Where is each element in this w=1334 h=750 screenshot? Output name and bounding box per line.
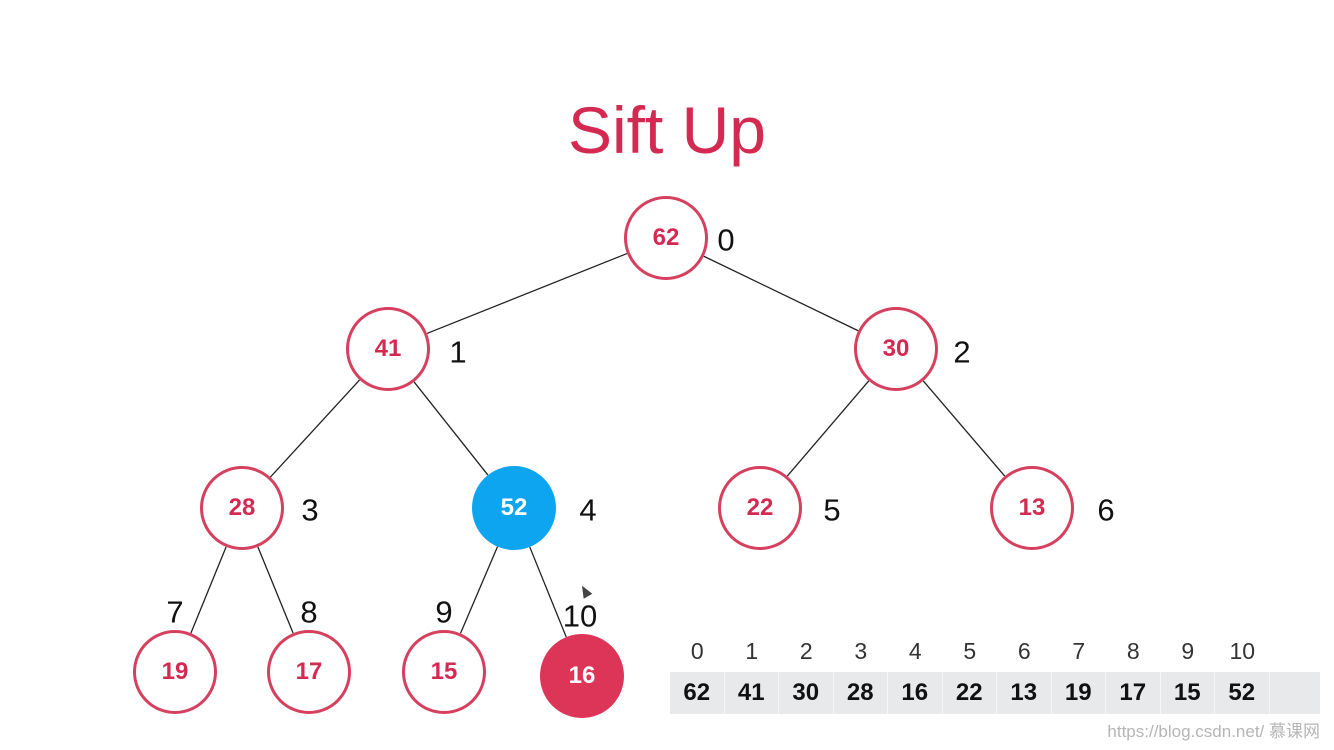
heap-node: 17 [267,630,351,714]
array-value-cell: 19 [1052,672,1106,714]
array-index-cell: 2 [799,638,813,664]
node-index-label: 1 [449,334,467,370]
diagram-title: Sift Up [567,93,767,167]
array-value-cell: 13 [997,672,1052,714]
watermark: https://blog.csdn.net/ 慕课网 [1107,722,1320,741]
tree-edge [922,380,1006,477]
node-index-label: 2 [953,334,971,370]
tree-edge [413,381,489,476]
array-index-cell: 3 [854,638,868,664]
array-value-cell: 30 [779,672,834,714]
array-index-row: 0 1 2 3 4 5 6 7 8 9 10 [670,636,1320,666]
array-index-cell: 1 [745,638,759,664]
array-index-cell: 9 [1181,638,1195,664]
tree-edge [703,255,859,332]
tree-edge [257,546,294,634]
node-index-label: 9 [435,594,453,630]
array-value-cell: 52 [1215,672,1270,714]
tree-edge [529,546,567,638]
heap-node: 28 [200,466,284,550]
array-index-cell: 8 [1126,638,1140,664]
node-index-label: 8 [300,594,318,630]
array-index-cell: 5 [963,638,977,664]
tree-edge [190,546,227,634]
heap-node: 52 [472,466,556,550]
tree-edge [459,546,499,634]
tree-edge [786,380,870,477]
tree-edge [269,379,361,478]
array-index-cell: 7 [1072,638,1086,664]
node-index-label: 3 [301,492,319,528]
heap-node: 13 [990,466,1074,550]
heap-node: 62 [624,196,708,280]
array-value-cell: 62 [670,672,725,714]
heap-node: 41 [346,307,430,391]
heap-node: 19 [133,630,217,714]
array-index-cell: 6 [1017,638,1031,664]
node-index-label: 10 [562,598,598,634]
array-index-cell: 10 [1229,638,1256,664]
heap-node: 15 [402,630,486,714]
node-index-label: 4 [579,492,597,528]
array-value-cell: 17 [1106,672,1161,714]
node-index-label: 7 [166,594,184,630]
heap-node: 22 [718,466,802,550]
array-value-cell: 15 [1161,672,1215,714]
array-value-cell: 28 [834,672,888,714]
array-index-cell: 0 [690,638,704,664]
array-value-cell: 22 [943,672,997,714]
node-index-label: 0 [717,222,735,258]
heap-node: 16 [540,634,624,718]
heap-node: 30 [854,307,938,391]
node-index-label: 5 [823,492,841,528]
array-value-cell: 41 [725,672,779,714]
array-index-cell: 4 [908,638,922,664]
node-index-label: 6 [1097,492,1115,528]
array-value-cell: 16 [888,672,943,714]
tree-edge [426,252,628,335]
